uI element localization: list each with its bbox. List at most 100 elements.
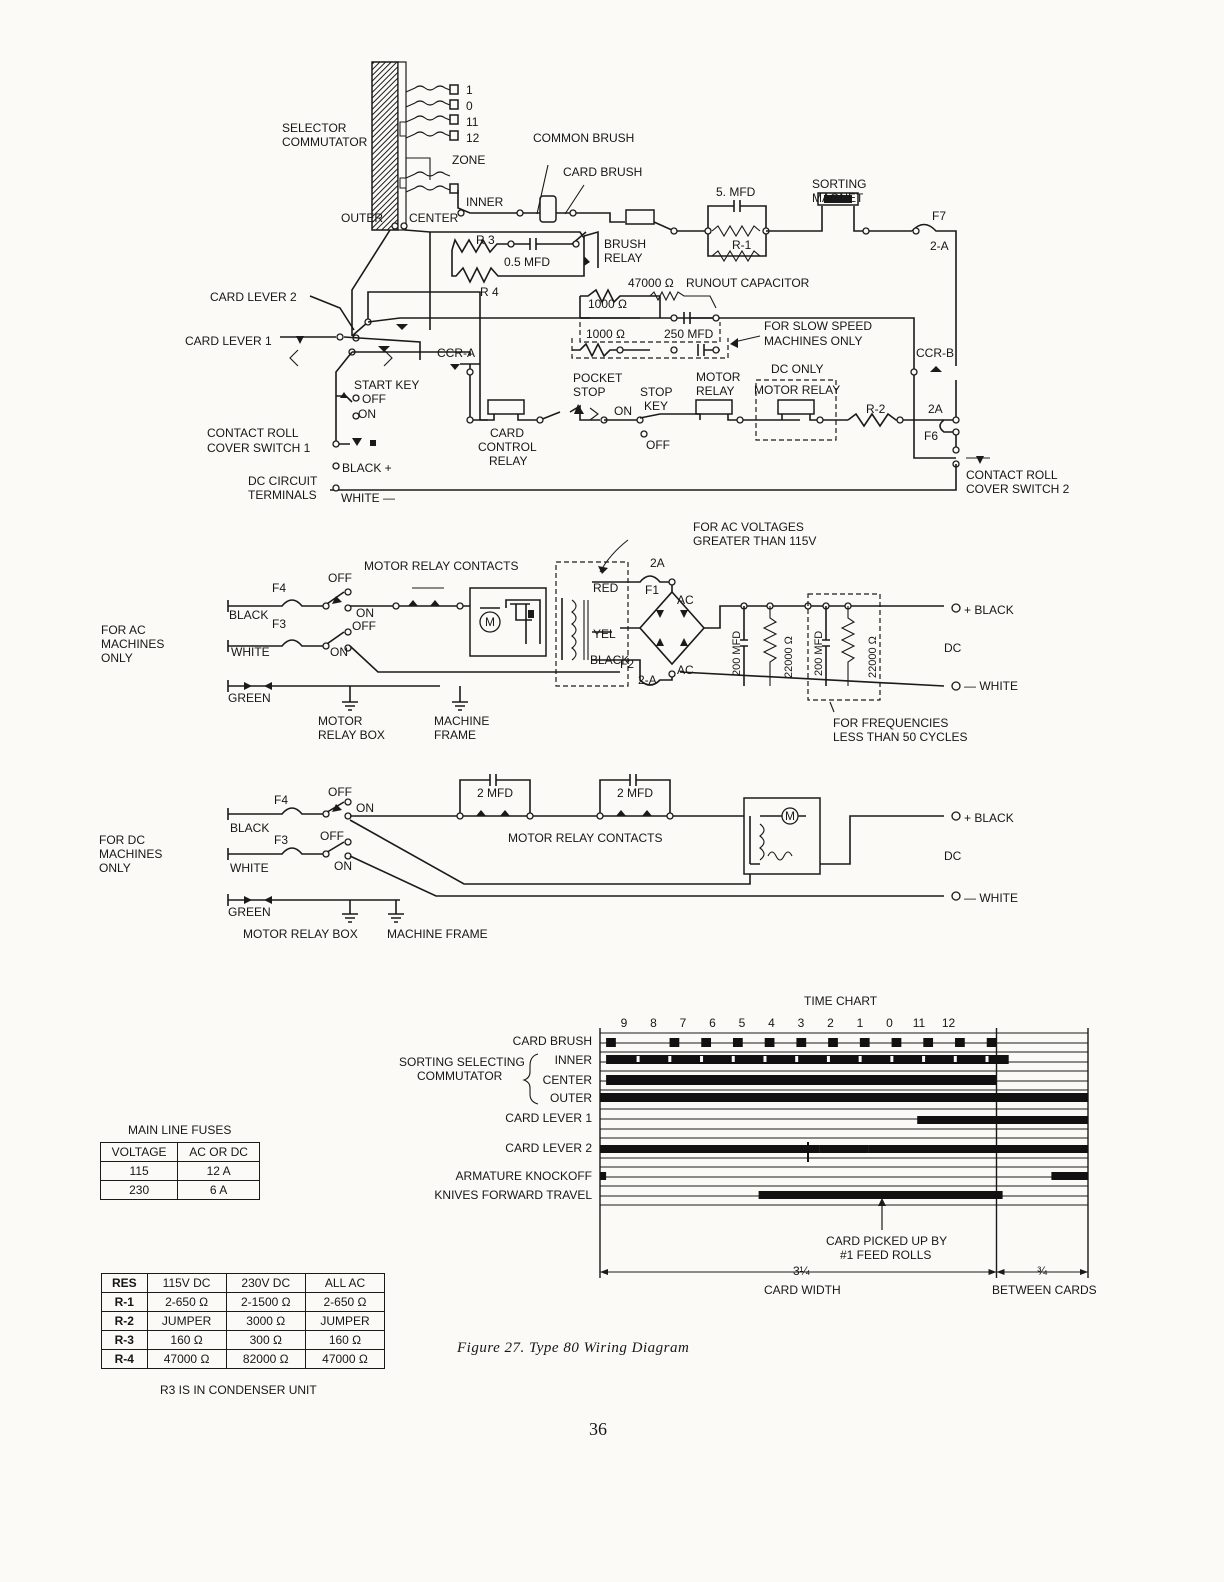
time-chart-row-label: CENTER [543,1073,593,1087]
black-plus-label: BLACK + [342,461,392,475]
res-cell: 47000 Ω [146,1349,227,1369]
time-chart-column-label: 7 [680,1016,687,1030]
ac-xblack-label: BLACK [590,653,629,667]
ac-cap-200mfd-a: 200 MFD [731,631,743,676]
res-cell: 160 Ω [304,1330,386,1350]
res-cell: 82000 Ω [225,1349,306,1369]
dimension-arrowhead [600,1269,608,1275]
sorting-magnet-label-2: MAGNET [812,191,864,205]
time-chart-column-label: 4 [768,1016,775,1030]
res-cell: 2-1500 Ω [225,1292,306,1312]
res-cell: JUMPER [304,1311,386,1331]
dc-side-label-3: ONLY [99,861,131,875]
ac-green-label: GREEN [228,691,271,705]
time-chart-title: TIME CHART [804,994,878,1008]
time-chart-row-label: INNER [555,1053,593,1067]
stop-key-on-label: ON [614,404,632,418]
dc-out-white-label: — WHITE [964,891,1018,905]
ac-motor-relay-box-label-2: RELAY BOX [318,728,385,742]
main-line-fuses-table: VOLTAGE AC OR DC 115 12 A 230 6 A [99,1142,260,1200]
dc-f3-label: F3 [274,833,288,847]
ac-for-frequencies-label: FOR FREQUENCIES [833,716,948,730]
time-chart-bar [819,1145,869,1153]
ac-red-label: RED [593,581,619,595]
fuse-cell: 230 [99,1180,179,1200]
time-chart-bar-gap [636,1056,640,1062]
ac-side-label-2: MACHINES [101,637,164,651]
time-chart-column-label: 1 [857,1016,864,1030]
motor-relay-label: MOTOR [696,370,741,384]
time-chart-row-label: CARD LEVER 1 [505,1111,592,1125]
ccr-a-label: CCR-A [437,346,475,360]
ac-wiring [227,539,961,713]
time-chart-bar-gap [668,1056,672,1062]
res-header: ALL AC [304,1273,386,1293]
ac-res-22000-b: 22000 Ω [867,636,879,678]
res-header: RES [101,1273,148,1293]
time-chart-bar [796,1038,807,1047]
ac-off-label: OFF [328,571,352,585]
res-cell: 3000 Ω [225,1311,306,1331]
res-cell: R-3 [101,1330,148,1350]
card-control-relay-label-3: RELAY [489,454,527,468]
pocket-stop-label-2: STOP [573,385,605,399]
time-chart-row-label: ARMATURE KNOCKOFF [456,1169,592,1183]
start-key-label: START KEY [354,378,419,392]
r1-label: R-1 [732,238,752,252]
dc-circuit-terminals-label: DC CIRCUIT [248,474,318,488]
dc-off-b-label: OFF [320,829,344,843]
stop-key-label: STOP [640,385,672,399]
fuse-header-voltage: VOLTAGE [99,1142,179,1162]
white-minus-label: WHITE — [341,491,395,505]
annotation-arrowhead [878,1198,886,1206]
ac-fuse-2a-bot: 2-A [638,673,657,687]
time-chart-annotation: CARD PICKED UP BY [826,1234,947,1248]
ac-on-label: ON [356,606,374,620]
time-chart-bar-gap [890,1056,894,1062]
resistor-note: R3 IS IN CONDENSER UNIT [160,1383,317,1397]
ac-f4-label: F4 [272,581,286,595]
between-value: ¾ [1037,1264,1048,1278]
contact-roll-2-label: CONTACT ROLL [966,468,1058,482]
res-header: 230V DC [225,1273,306,1293]
ac-dc-label: DC [944,641,962,655]
res-cell: 47000 Ω [304,1349,386,1369]
time-chart-bar [600,1145,820,1153]
ac-ac-top-label: AC [677,593,694,607]
f6-label: F6 [924,429,938,443]
f7-rating-label: 2-A [930,239,949,253]
time-chart-bar [955,1038,965,1047]
time-chart-row-label: KNIVES FORWARD TRAVEL [434,1188,592,1202]
time-chart-column-label: 8 [650,1016,657,1030]
dc-on-a-label: ON [356,801,374,815]
time-chart-bar [606,1055,1009,1064]
time-chart-bar [606,1075,997,1085]
ac-yel-label: YEL [593,627,616,641]
selector-number-12: 12 [466,131,480,145]
dc-black-label: BLACK [230,821,269,835]
time-chart-row-label: OUTER [550,1091,592,1105]
runout-capacitor-label: RUNOUT CAPACITOR [686,276,810,290]
ac-ac-bot-label: AC [677,663,694,677]
r3-label: R 3 [476,233,495,247]
dc-on-b-label: ON [334,859,352,873]
ac-motor-symbol: M [485,615,495,629]
slow-speed-label: FOR SLOW SPEED [764,319,872,333]
start-key-off-label: OFF [362,392,386,406]
res-47000-label: 47000 Ω [628,276,674,290]
fuse-cell: 6 A [177,1180,260,1200]
time-chart-column-label: 3 [798,1016,805,1030]
ac-out-black-label: + BLACK [964,603,1014,617]
ac-f3-label: F3 [272,617,286,631]
dc-only-label: DC ONLY [771,362,823,376]
res-cell: JUMPER [146,1311,227,1331]
time-chart-bar-gap [763,1056,767,1062]
ac-side-label-3: ONLY [101,651,133,665]
time-chart-bar [732,1038,743,1047]
time-chart-bar [701,1038,712,1047]
time-chart-bar [606,1038,616,1047]
main-line-fuses-title: MAIN LINE FUSES [128,1123,232,1137]
f7-label: F7 [932,209,946,223]
dc-wiring [227,774,961,923]
